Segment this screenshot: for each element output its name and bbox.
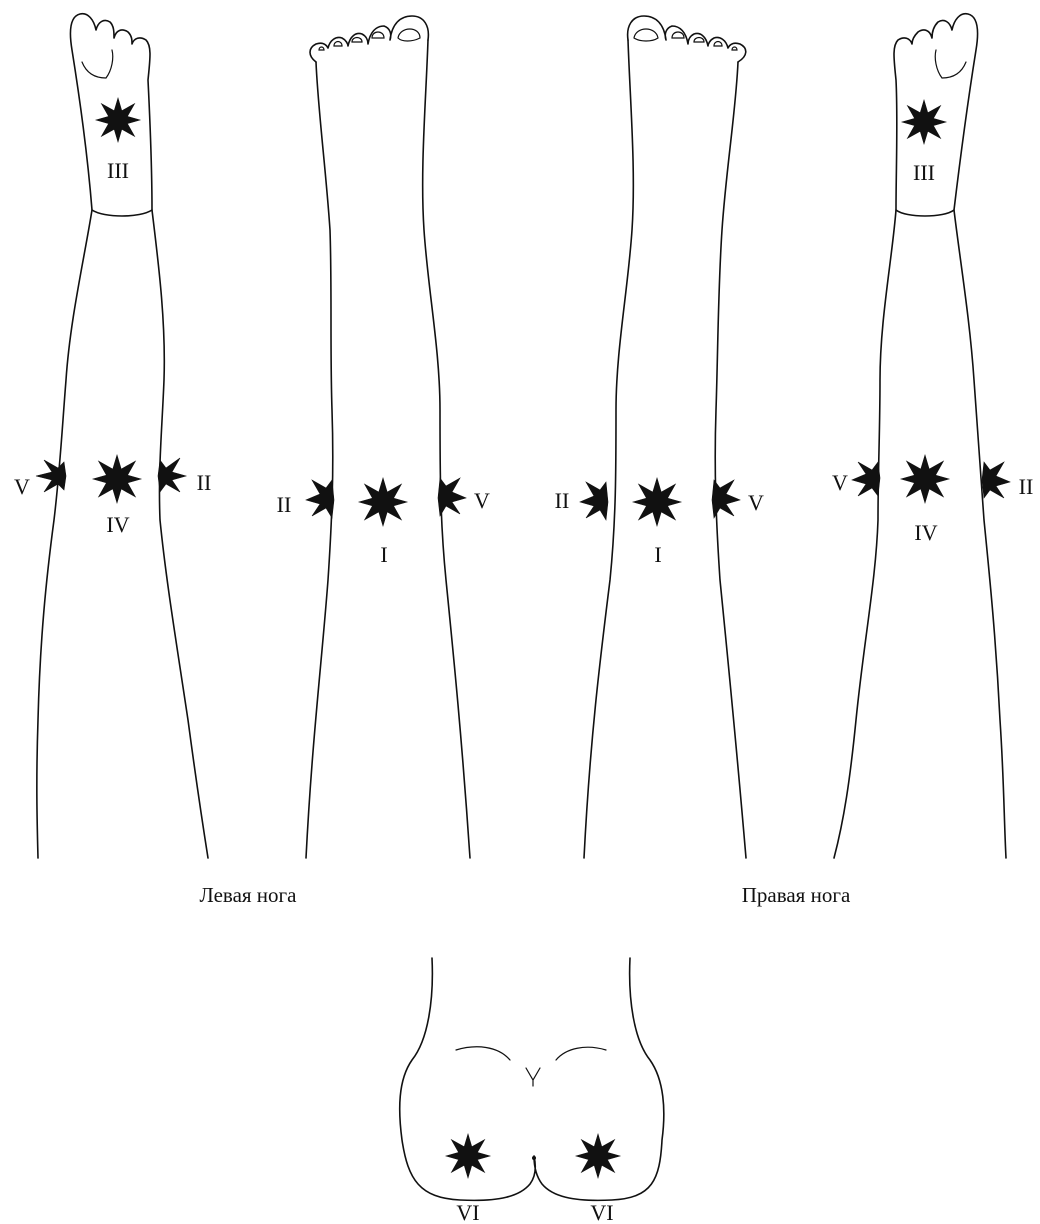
- right-leg-front-view: [584, 16, 746, 858]
- label-v-right-front: V: [748, 490, 764, 515]
- left-foot-toes-outline: [310, 16, 428, 62]
- right-sole-outline: [894, 14, 978, 216]
- point-star-ii-left-front: [306, 480, 334, 518]
- point-star-ii-right-front: [580, 482, 608, 520]
- label-iv-left: IV: [106, 512, 129, 537]
- caption-right-leg: Правая нога: [742, 883, 851, 907]
- right-sole-ball-line: [935, 50, 966, 78]
- label-ii-right-back: II: [1019, 474, 1034, 499]
- point-star-ii-left-back: [158, 458, 186, 492]
- point-star-iv-right: [901, 455, 949, 503]
- gluteal-cleft-dot: [532, 1156, 536, 1160]
- label-vi-right: VI: [590, 1200, 613, 1224]
- caption-left-leg: Левая нога: [200, 883, 298, 907]
- label-i-left: I: [380, 542, 387, 567]
- right-leg-front-outline: [584, 40, 746, 858]
- label-ii-right-front: II: [555, 488, 570, 513]
- point-labels: III III V II IV II V I II V I V II IV VI…: [14, 158, 1033, 1224]
- label-iii-right: III: [913, 160, 935, 185]
- point-star-v-right-back: [852, 462, 880, 496]
- gluteal-fold-left: [456, 1047, 510, 1060]
- right-foot-toes-outline: [628, 16, 746, 62]
- label-v-right-back: V: [832, 470, 848, 495]
- buttocks-outline: [400, 958, 664, 1200]
- left-leg-front-view: [306, 16, 470, 858]
- point-star-iv-left: [93, 455, 141, 503]
- label-ii-left-back: II: [197, 470, 212, 495]
- label-ii-left-front: II: [277, 492, 292, 517]
- point-markers: [36, 98, 1010, 1178]
- right-leg-back-view: [834, 14, 1006, 858]
- left-leg-back-view: [37, 14, 208, 858]
- point-star-i-right: [633, 478, 681, 526]
- point-star-i-left: [359, 478, 407, 526]
- point-star-v-left-back: [36, 460, 66, 492]
- point-star-vi-right: [576, 1134, 620, 1178]
- point-star-v-right-front: [712, 480, 740, 518]
- point-star-v-left-front: [438, 478, 466, 516]
- point-star-vi-left: [446, 1134, 490, 1178]
- gluteal-fold-right: [556, 1047, 606, 1060]
- point-star-iii-right: [902, 100, 946, 144]
- label-vi-left: VI: [456, 1200, 479, 1224]
- label-iii-left: III: [107, 158, 129, 183]
- label-iv-right: IV: [914, 520, 937, 545]
- point-star-ii-right-back: [982, 462, 1010, 498]
- label-v-left-front: V: [474, 488, 490, 513]
- label-i-right: I: [654, 542, 661, 567]
- left-leg-front-outline: [306, 40, 470, 858]
- buttocks-view: [400, 958, 664, 1200]
- gluteal-cleft-mark: [526, 1068, 540, 1086]
- left-sole-ball-line: [82, 50, 113, 78]
- label-v-left-back: V: [14, 474, 30, 499]
- point-star-iii-left: [96, 98, 140, 142]
